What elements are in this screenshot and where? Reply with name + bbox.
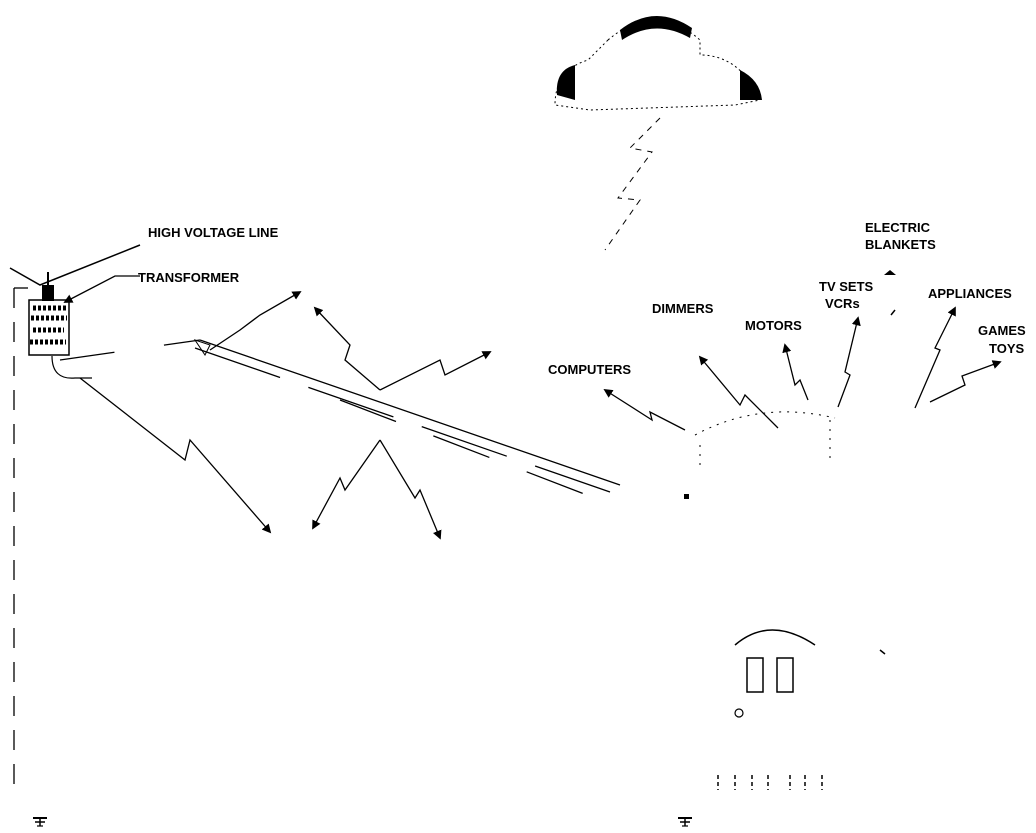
pole-transformer-icon [28,272,92,379]
ground-symbol-icon [678,817,692,827]
transformer-label: TRANSFORMER [138,270,240,285]
high-voltage-line [9,244,141,286]
computers-label: COMPUTERS [548,362,631,377]
house-icon [684,411,886,790]
emi-arrows-lines [79,291,492,540]
lightning-bolt-icon [604,117,661,251]
storm-cloud-icon [554,15,762,111]
high-voltage-line-label: HIGH VOLTAGE LINE [148,225,279,240]
ground-symbol-icon [33,817,47,827]
electric-blankets-label-2: BLANKETS [865,237,936,252]
tv-sets-label-2: VCRs [825,296,860,311]
electric-blankets-label-1: ELECTRIC [865,220,931,235]
tv-sets-label-1: TV SETS [819,279,874,294]
toys-label: TOYS [989,341,1024,356]
distribution-lines [59,339,621,501]
games-label: GAMES [978,323,1026,338]
emi-arrows-appliances [603,270,1002,431]
house-window-right [776,657,794,693]
pole-ground-wire [13,287,28,785]
house-window-left [746,657,764,693]
transformer-pointer [63,275,140,303]
motors-label: MOTORS [745,318,802,333]
dimmers-label: DIMMERS [652,301,714,316]
appliances-label: APPLIANCES [928,286,1012,301]
